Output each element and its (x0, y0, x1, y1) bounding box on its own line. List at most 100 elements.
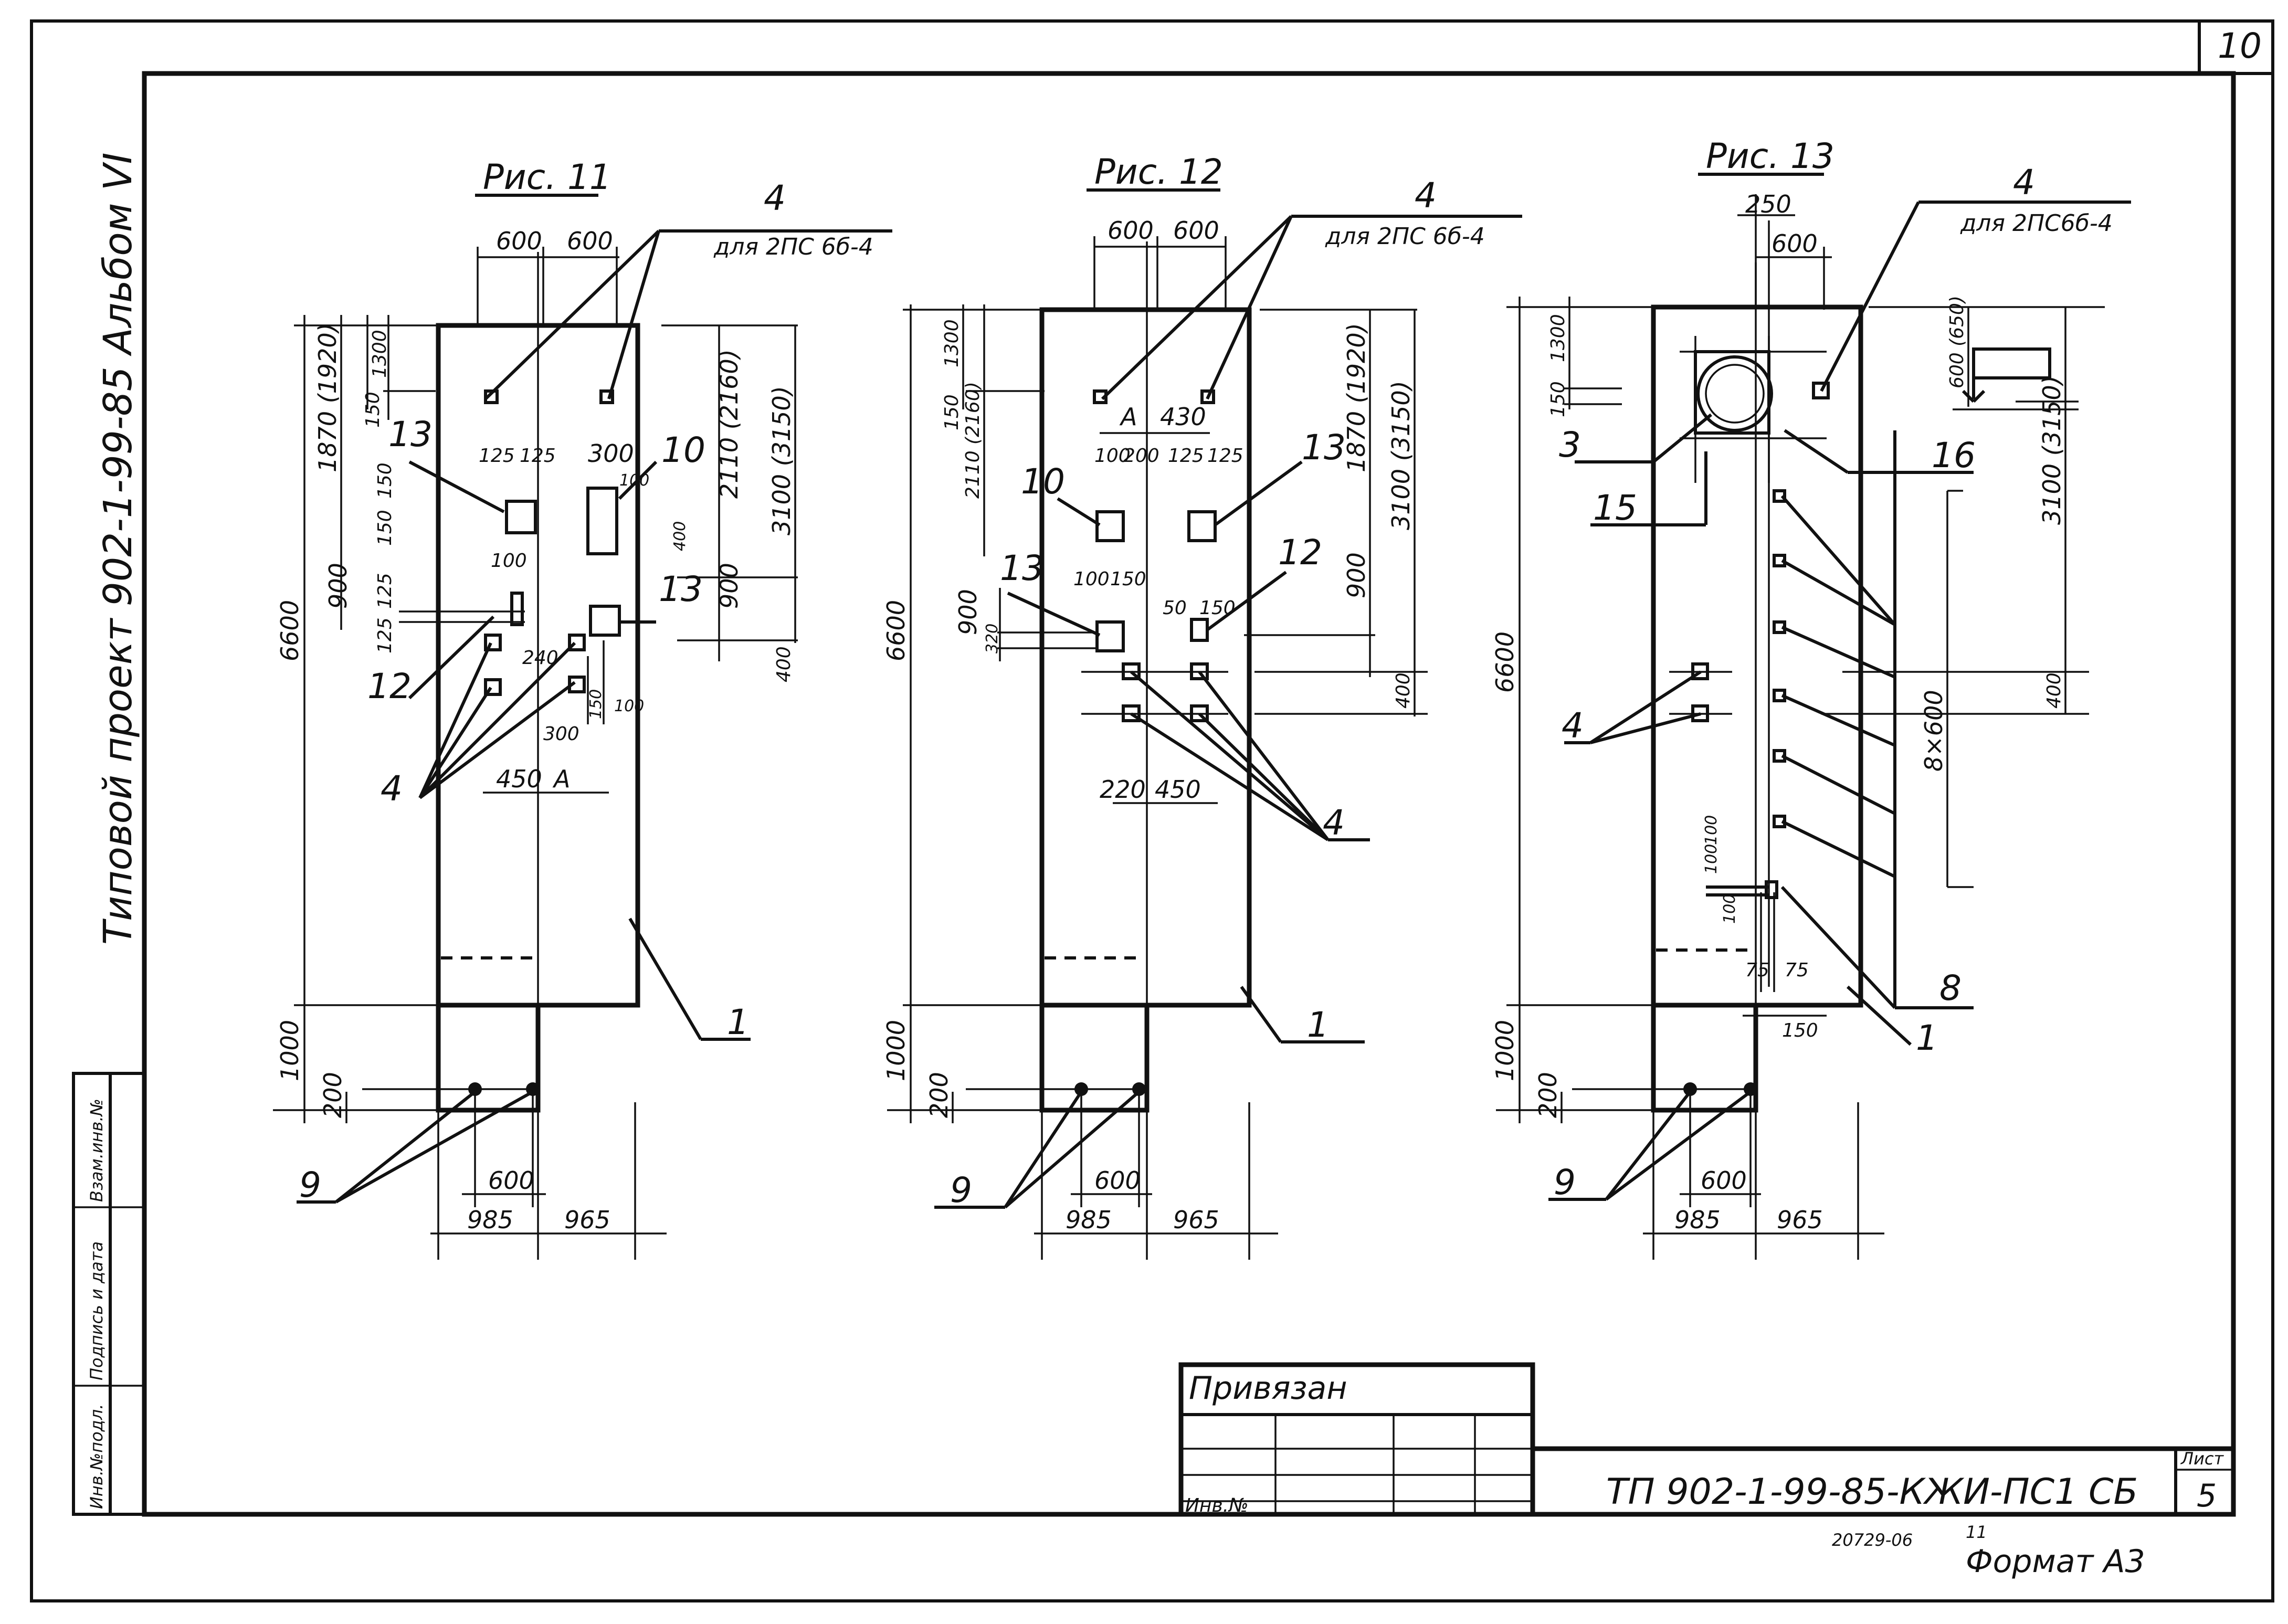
fig12-dim-150a: 150 (1110, 568, 1146, 590)
fig13-dim-600top: 600 (1772, 229, 1818, 258)
sheet-number: 5 (2197, 1478, 2217, 1514)
fig13-dim-600c: 600 (1701, 1166, 1747, 1195)
fig12-title: Рис. 12 (1094, 152, 1223, 192)
fig13-dim-400: 400 (2043, 672, 2065, 709)
fig12-callout-9: 9 (950, 1170, 972, 1210)
fig11-dim-125d: 125 (374, 617, 396, 653)
fig12-callout-1: 1 (1307, 1005, 1329, 1045)
stamp-number: 20729-06 (1832, 1530, 1913, 1550)
fig11-dim-600a: 600 (496, 227, 542, 255)
fig13-dim-1300: 1300 (1547, 314, 1569, 362)
fig11-dim-125a: 125 (479, 445, 515, 467)
figure-11: Рис. 11 для 2ПС 6б-4 4 (273, 157, 892, 1260)
side-stamp-table: Инв.№подл. Подпись и дата Взам.инв.№ (72, 1072, 146, 1516)
fig11-dim-1000: 1000 (276, 1020, 304, 1081)
fig12-dim-985: 985 (1066, 1206, 1112, 1234)
fig11-dim-400a: 400 (671, 521, 689, 551)
fig12-dim-965: 965 (1173, 1206, 1219, 1234)
fig13-dim-985: 985 (1674, 1206, 1721, 1234)
fig13-callout-9: 9 (1554, 1162, 1576, 1203)
format-label: Формат А3 (1966, 1543, 2145, 1580)
fig11-opening-13b (589, 605, 621, 637)
fig13-step-1 (1773, 489, 1786, 503)
fig12-dim-200: 200 (925, 1072, 953, 1118)
fig12-dim-1870: 1870 (1920) (1342, 323, 1370, 472)
fig11-callout-12: 12 (367, 666, 412, 706)
fig13-callout-8: 8 (1939, 968, 1962, 1008)
fig12-dim-100a: 100 (1094, 445, 1131, 467)
fig12-dim-6600: 6600 (882, 600, 910, 661)
fig11-title: Рис. 11 (483, 157, 611, 197)
fig11-callout-4b: 4 (381, 768, 403, 809)
fig12-dim-125b: 125 (1207, 445, 1243, 467)
fig13-dim-965: 965 (1777, 1206, 1823, 1234)
fig11-dim-150d: 150 (587, 689, 605, 719)
fig11-dim-985: 985 (467, 1206, 513, 1234)
fig13-callout-1: 1 (1916, 1018, 1938, 1058)
fig12-dim-1000: 1000 (882, 1020, 910, 1081)
sheet-label: Лист (2180, 1449, 2224, 1469)
fig12-opening-13a (1187, 510, 1217, 542)
fig11-dim-125c: 125 (374, 573, 396, 609)
side-table-vzam: Взам.инв.№ (87, 1099, 107, 1202)
fig11-dim-600b: 600 (567, 227, 613, 255)
fig12-plate-top-b (1200, 389, 1215, 404)
fig13-plate-top (1812, 382, 1830, 399)
fig13-callout-4b: 4 (1562, 705, 1584, 746)
fig12-dim-200b: 200 (1123, 445, 1159, 467)
fig12-dim-600b: 600 (1173, 216, 1219, 245)
fig13-callout-3: 3 (1559, 425, 1581, 465)
side-table-inv: Инв.№подл. (87, 1404, 107, 1509)
fig12-dim-1300: 1300 (941, 319, 963, 367)
fig11-dim-1870: 1870 (1920) (313, 323, 342, 472)
fig12-dim-150: 150 (941, 394, 963, 430)
title-block: Привязан Инв.№ ТП 902-1-99-85-КЖИ-ПС1 СБ… (1178, 1362, 2233, 1580)
fig11-dim-300b: 300 (543, 723, 579, 745)
fig11-dim-900: 900 (324, 563, 352, 609)
fig11-dim-600c: 600 (488, 1166, 534, 1195)
fig12-callout-13b: 13 (1000, 548, 1044, 588)
fig11-callout-13a: 13 (388, 414, 433, 455)
fig11-opening-13 (505, 500, 537, 534)
label-inv: Инв.№ (1185, 1495, 1249, 1516)
fig13-title: Рис. 13 (1706, 136, 1834, 176)
fig13-dim-600-650: 600 (650) (1946, 296, 1968, 388)
fig12-dim-150b: 150 (1199, 597, 1236, 619)
fig11-dim-900b: 900 (715, 563, 743, 609)
fig13-dim-150: 150 (1547, 381, 1569, 417)
fig11-foundation-stem (436, 1003, 541, 1113)
fig11-dim-965: 965 (564, 1206, 610, 1234)
fig13-dim-250: 250 (1745, 190, 1791, 218)
fig12-dim-125a: 125 (1168, 445, 1204, 467)
fig12-dim-600c: 600 (1094, 1166, 1141, 1195)
fig11-plate-4c (568, 634, 586, 651)
fig11-callout-1: 1 (727, 1002, 749, 1042)
fig11-dim-150b: 150 (374, 462, 396, 499)
stamp-page: 11 (1966, 1522, 1987, 1542)
fig11-dim-150c: 150 (374, 510, 396, 546)
fig11-opening-10 (586, 487, 618, 555)
fig13-note: для 2ПС6б-4 (1960, 210, 2113, 237)
fig13-dim-3100: 3100 (3150) (2038, 375, 2066, 525)
fig11-plate-top-b (599, 389, 614, 404)
fig13-dim-75b: 75 (1785, 959, 1809, 981)
fig11-dim-100c: 100 (614, 697, 644, 715)
fig11-dim-1300: 1300 (369, 330, 391, 378)
fig13-dim-100a: 100 (1702, 844, 1721, 874)
fig13-callout-15: 15 (1593, 488, 1637, 528)
sheet-frame: 10 (30, 19, 2274, 1602)
fig12-dim-900: 900 (954, 589, 982, 635)
fig12-dim-320: 320 (983, 624, 1001, 653)
fig13-manhole-outer (1696, 355, 1773, 432)
fig11-dim-150: 150 (362, 392, 384, 428)
fig11-dim-400b: 400 (773, 646, 795, 682)
fig13-callout-16: 16 (1932, 435, 1976, 476)
fig13-dim-100c: 100 (1721, 894, 1739, 924)
fig11-dim-6600: 6600 (276, 600, 304, 661)
figure-12: Рис. 12 для 2ПС 6б-4 4 (882, 152, 1522, 1260)
fig12-callout-12: 12 (1278, 532, 1322, 573)
fig13-bottom-bracket (1765, 880, 1778, 899)
label-privyazan: Привязан (1189, 1370, 1347, 1407)
fig11-dim-125b: 125 (520, 445, 556, 467)
fig12-foundation-stem (1039, 1003, 1150, 1113)
